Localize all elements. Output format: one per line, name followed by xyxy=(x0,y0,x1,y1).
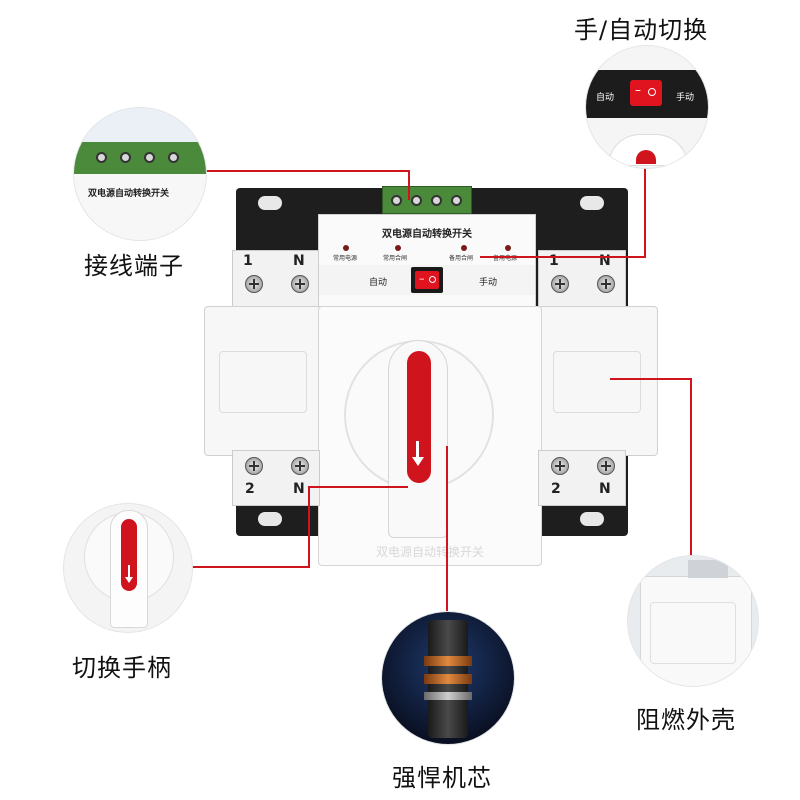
rail-slot xyxy=(580,512,604,526)
panel-title: 双电源自动转换开关 xyxy=(382,229,472,240)
callout-line xyxy=(610,378,692,380)
terminal-label: 1 xyxy=(243,253,253,269)
indicator-led xyxy=(505,245,511,251)
top-right-terminal-section: 1 N xyxy=(538,250,626,308)
callout-robust-core: 强悍机芯 xyxy=(392,764,492,792)
callout-manual-auto-switch: 手/自动切换 xyxy=(574,16,709,44)
zoom-manual-label: 手动 xyxy=(676,93,695,103)
arrow-down-icon xyxy=(416,441,419,463)
housing-zoom xyxy=(628,556,758,686)
callout-line xyxy=(308,486,408,488)
wiring-terminal-zoom: 双电源自动转换开关 xyxy=(74,108,206,240)
callout-line xyxy=(204,170,410,172)
handle-red-stripe xyxy=(407,351,431,483)
indicator-label: 常用电源 xyxy=(333,255,358,262)
indicator-led xyxy=(343,245,349,251)
callout-line xyxy=(480,256,646,258)
terminal-label: N xyxy=(599,481,611,497)
callout-line xyxy=(408,170,410,200)
indicator-label: 常用合闸 xyxy=(383,255,408,262)
callout-line xyxy=(644,166,646,258)
mode-toggle-switch[interactable]: – xyxy=(411,267,443,293)
switch-handle-zoom xyxy=(64,504,192,632)
terminal-label: 2 xyxy=(245,481,255,497)
terminal-label: N xyxy=(293,481,305,497)
indicator-led xyxy=(395,245,401,251)
mode-manual-label: 手动 xyxy=(479,278,498,288)
terminal-label: N xyxy=(599,253,611,269)
bottom-left-terminal-section: 2 N xyxy=(232,450,320,506)
terminal-label: 1 xyxy=(549,253,559,269)
bottom-embossed-text: 双电源自动转换开关 xyxy=(375,545,484,559)
terminal-screw-icon xyxy=(291,457,309,475)
callout-switch-handle: 切换手柄 xyxy=(72,654,172,682)
callout-line xyxy=(446,446,448,616)
terminal-label: N xyxy=(293,253,305,269)
terminal-block xyxy=(382,186,472,214)
core-zoom xyxy=(382,612,514,744)
control-panel: 双电源自动转换开关 常用电源 常用合闸 备用合闸 备用电源 自动 – 手动 xyxy=(318,214,536,312)
rail-slot xyxy=(258,512,282,526)
indicator-led xyxy=(461,245,467,251)
terminal-screw-icon xyxy=(245,275,263,293)
indicator-label: 备用合闸 xyxy=(449,255,474,262)
indicator-label: 备用电源 xyxy=(493,255,518,262)
bottom-right-terminal-section: 2 N xyxy=(538,450,626,506)
mode-strip: 自动 – 手动 xyxy=(319,265,535,295)
callout-flame-retardant-housing: 阻燃外壳 xyxy=(636,706,736,734)
manual-auto-switch-zoom: – 自动 手动 xyxy=(586,46,708,168)
terminal-screw-icon xyxy=(597,275,615,293)
callout-line xyxy=(192,566,310,568)
terminal-screw-icon xyxy=(551,275,569,293)
zoom-auto-label: 自动 xyxy=(596,93,615,103)
housing-right xyxy=(538,306,658,456)
terminal-screw-icon xyxy=(597,457,615,475)
callout-wiring-terminal: 接线端子 xyxy=(84,252,184,280)
housing-left xyxy=(204,306,324,456)
terminal-screw-icon xyxy=(291,275,309,293)
top-left-terminal-section: 1 N xyxy=(232,250,320,308)
rail-slot xyxy=(258,196,282,210)
callout-line xyxy=(308,486,310,568)
switch-handle[interactable] xyxy=(388,340,448,538)
rail-slot xyxy=(580,196,604,210)
terminal-screw-icon xyxy=(551,457,569,475)
terminal-label: 2 xyxy=(551,481,561,497)
terminal-screw-icon xyxy=(245,457,263,475)
zoom-panel-title: 双电源自动转换开关 xyxy=(88,189,170,199)
callout-line xyxy=(690,378,692,560)
mode-auto-label: 自动 xyxy=(369,278,388,288)
